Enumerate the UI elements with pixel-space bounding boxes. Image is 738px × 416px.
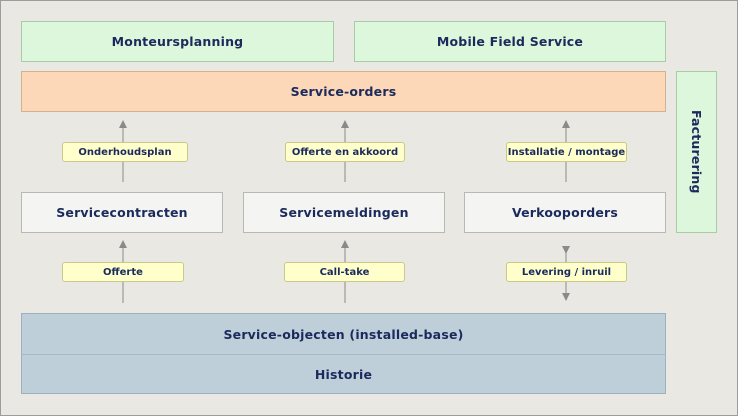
verkooporders-box: Verkooporders [464,192,666,233]
historie-row: Historie [21,355,666,393]
onderhoudsplan-label: Onderhoudsplan [62,142,188,162]
verkooporders-label: Verkooporders [511,205,619,220]
mobile-field-service-label: Mobile Field Service [436,34,584,49]
offerte-label: Offerte [62,262,184,282]
call-take-text: Call-take [319,266,370,278]
offerte-akkoord-text: Offerte en akkoord [291,146,399,158]
offerte-text: Offerte [103,266,143,278]
service-objecten-row: Service-objecten (installed-base) [21,314,666,354]
levering-label: Levering / inruil [506,262,627,282]
installatie-text: Installatie / montage [507,146,626,158]
historie-label: Historie [314,366,373,382]
offerte-akkoord-label: Offerte en akkoord [285,142,405,162]
installatie-label: Installatie / montage [506,142,627,162]
monteursplanning-box: Monteursplanning [21,21,334,62]
service-objecten-label: Service-objecten (installed-base) [223,326,464,342]
levering-text: Levering / inruil [521,266,612,278]
bottom-divider [21,354,666,355]
mobile-field-service-box: Mobile Field Service [354,21,666,62]
onderhoudsplan-text: Onderhoudsplan [78,146,172,158]
service-orders-box: Service-orders [21,71,666,112]
servicemeldingen-label: Servicemeldingen [279,205,409,220]
servicecontracten-box: Servicecontracten [21,192,223,233]
facturering-box: Facturering [676,71,717,233]
facturering-label: Facturering [689,110,704,194]
call-take-label: Call-take [284,262,405,282]
monteursplanning-label: Monteursplanning [111,34,244,49]
servicecontracten-label: Servicecontracten [56,205,188,220]
service-objecten-box [21,313,666,394]
service-orders-label: Service-orders [290,84,397,99]
servicemeldingen-box: Servicemeldingen [243,192,445,233]
